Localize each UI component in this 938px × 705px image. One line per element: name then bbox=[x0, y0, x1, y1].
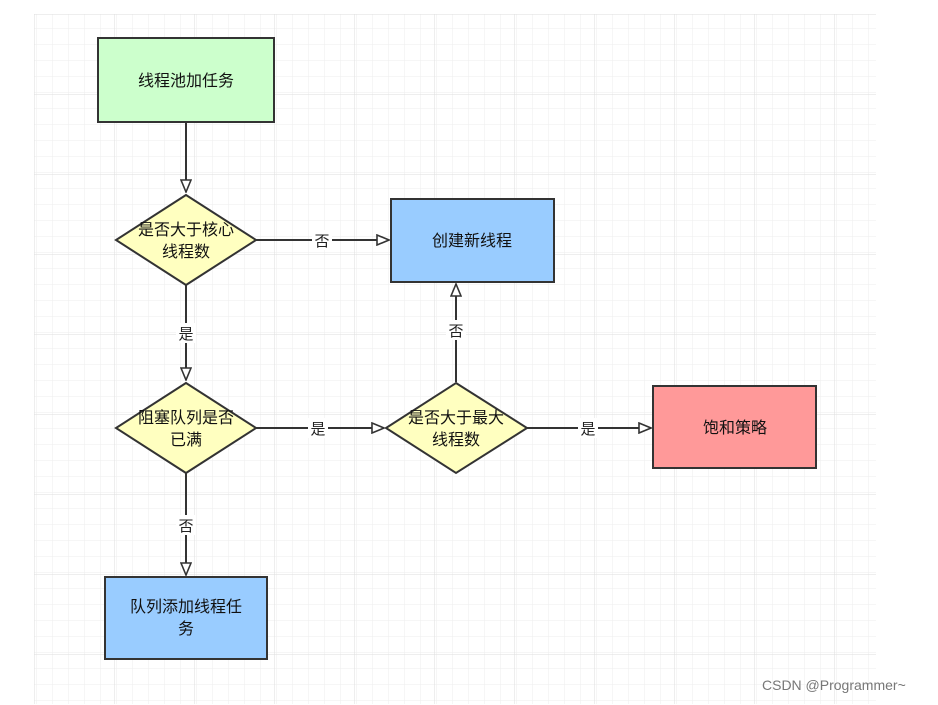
node-create-thread: 创建新线程 bbox=[390, 198, 555, 283]
edge-label-max-no: 否 bbox=[448, 322, 463, 340]
edge-label-queue-yes: 是 bbox=[310, 420, 325, 438]
node-core-check-line2: 线程数 bbox=[162, 242, 210, 261]
node-create-thread-label: 创建新线程 bbox=[432, 231, 512, 250]
node-max-check-line1: 是否大于最大 bbox=[408, 408, 504, 427]
node-max-check: 是否大于最大 线程数 bbox=[384, 381, 529, 475]
watermark: CSDN @Programmer~ bbox=[762, 677, 906, 693]
node-queue-full-line1: 阻塞队列是否 bbox=[138, 408, 234, 427]
node-reject-policy-label: 饱和策略 bbox=[703, 418, 767, 437]
node-enqueue-line2: 务 bbox=[178, 619, 194, 638]
node-max-check-line2: 线程数 bbox=[432, 430, 480, 449]
edge-label-queue-no: 否 bbox=[178, 517, 193, 535]
node-add-task: 线程池加任务 bbox=[97, 37, 275, 123]
edge-label-core-no: 否 bbox=[314, 232, 329, 250]
edge-label-core-yes: 是 bbox=[178, 325, 193, 343]
edge-labels: 否 是 是 否 否 是 bbox=[176, 230, 598, 535]
node-queue-full: 阻塞队列是否 已满 bbox=[114, 381, 258, 475]
edge-label-max-yes: 是 bbox=[580, 420, 595, 438]
node-enqueue-line1: 队列添加线程任 bbox=[130, 597, 242, 616]
node-reject-policy: 饱和策略 bbox=[652, 385, 817, 469]
node-enqueue: 队列添加线程任 务 bbox=[104, 576, 268, 660]
node-core-check-line1: 是否大于核心 bbox=[138, 220, 234, 239]
node-add-task-label: 线程池加任务 bbox=[138, 71, 234, 90]
node-queue-full-line2: 已满 bbox=[170, 430, 202, 449]
node-core-check: 是否大于核心 线程数 bbox=[114, 193, 258, 287]
